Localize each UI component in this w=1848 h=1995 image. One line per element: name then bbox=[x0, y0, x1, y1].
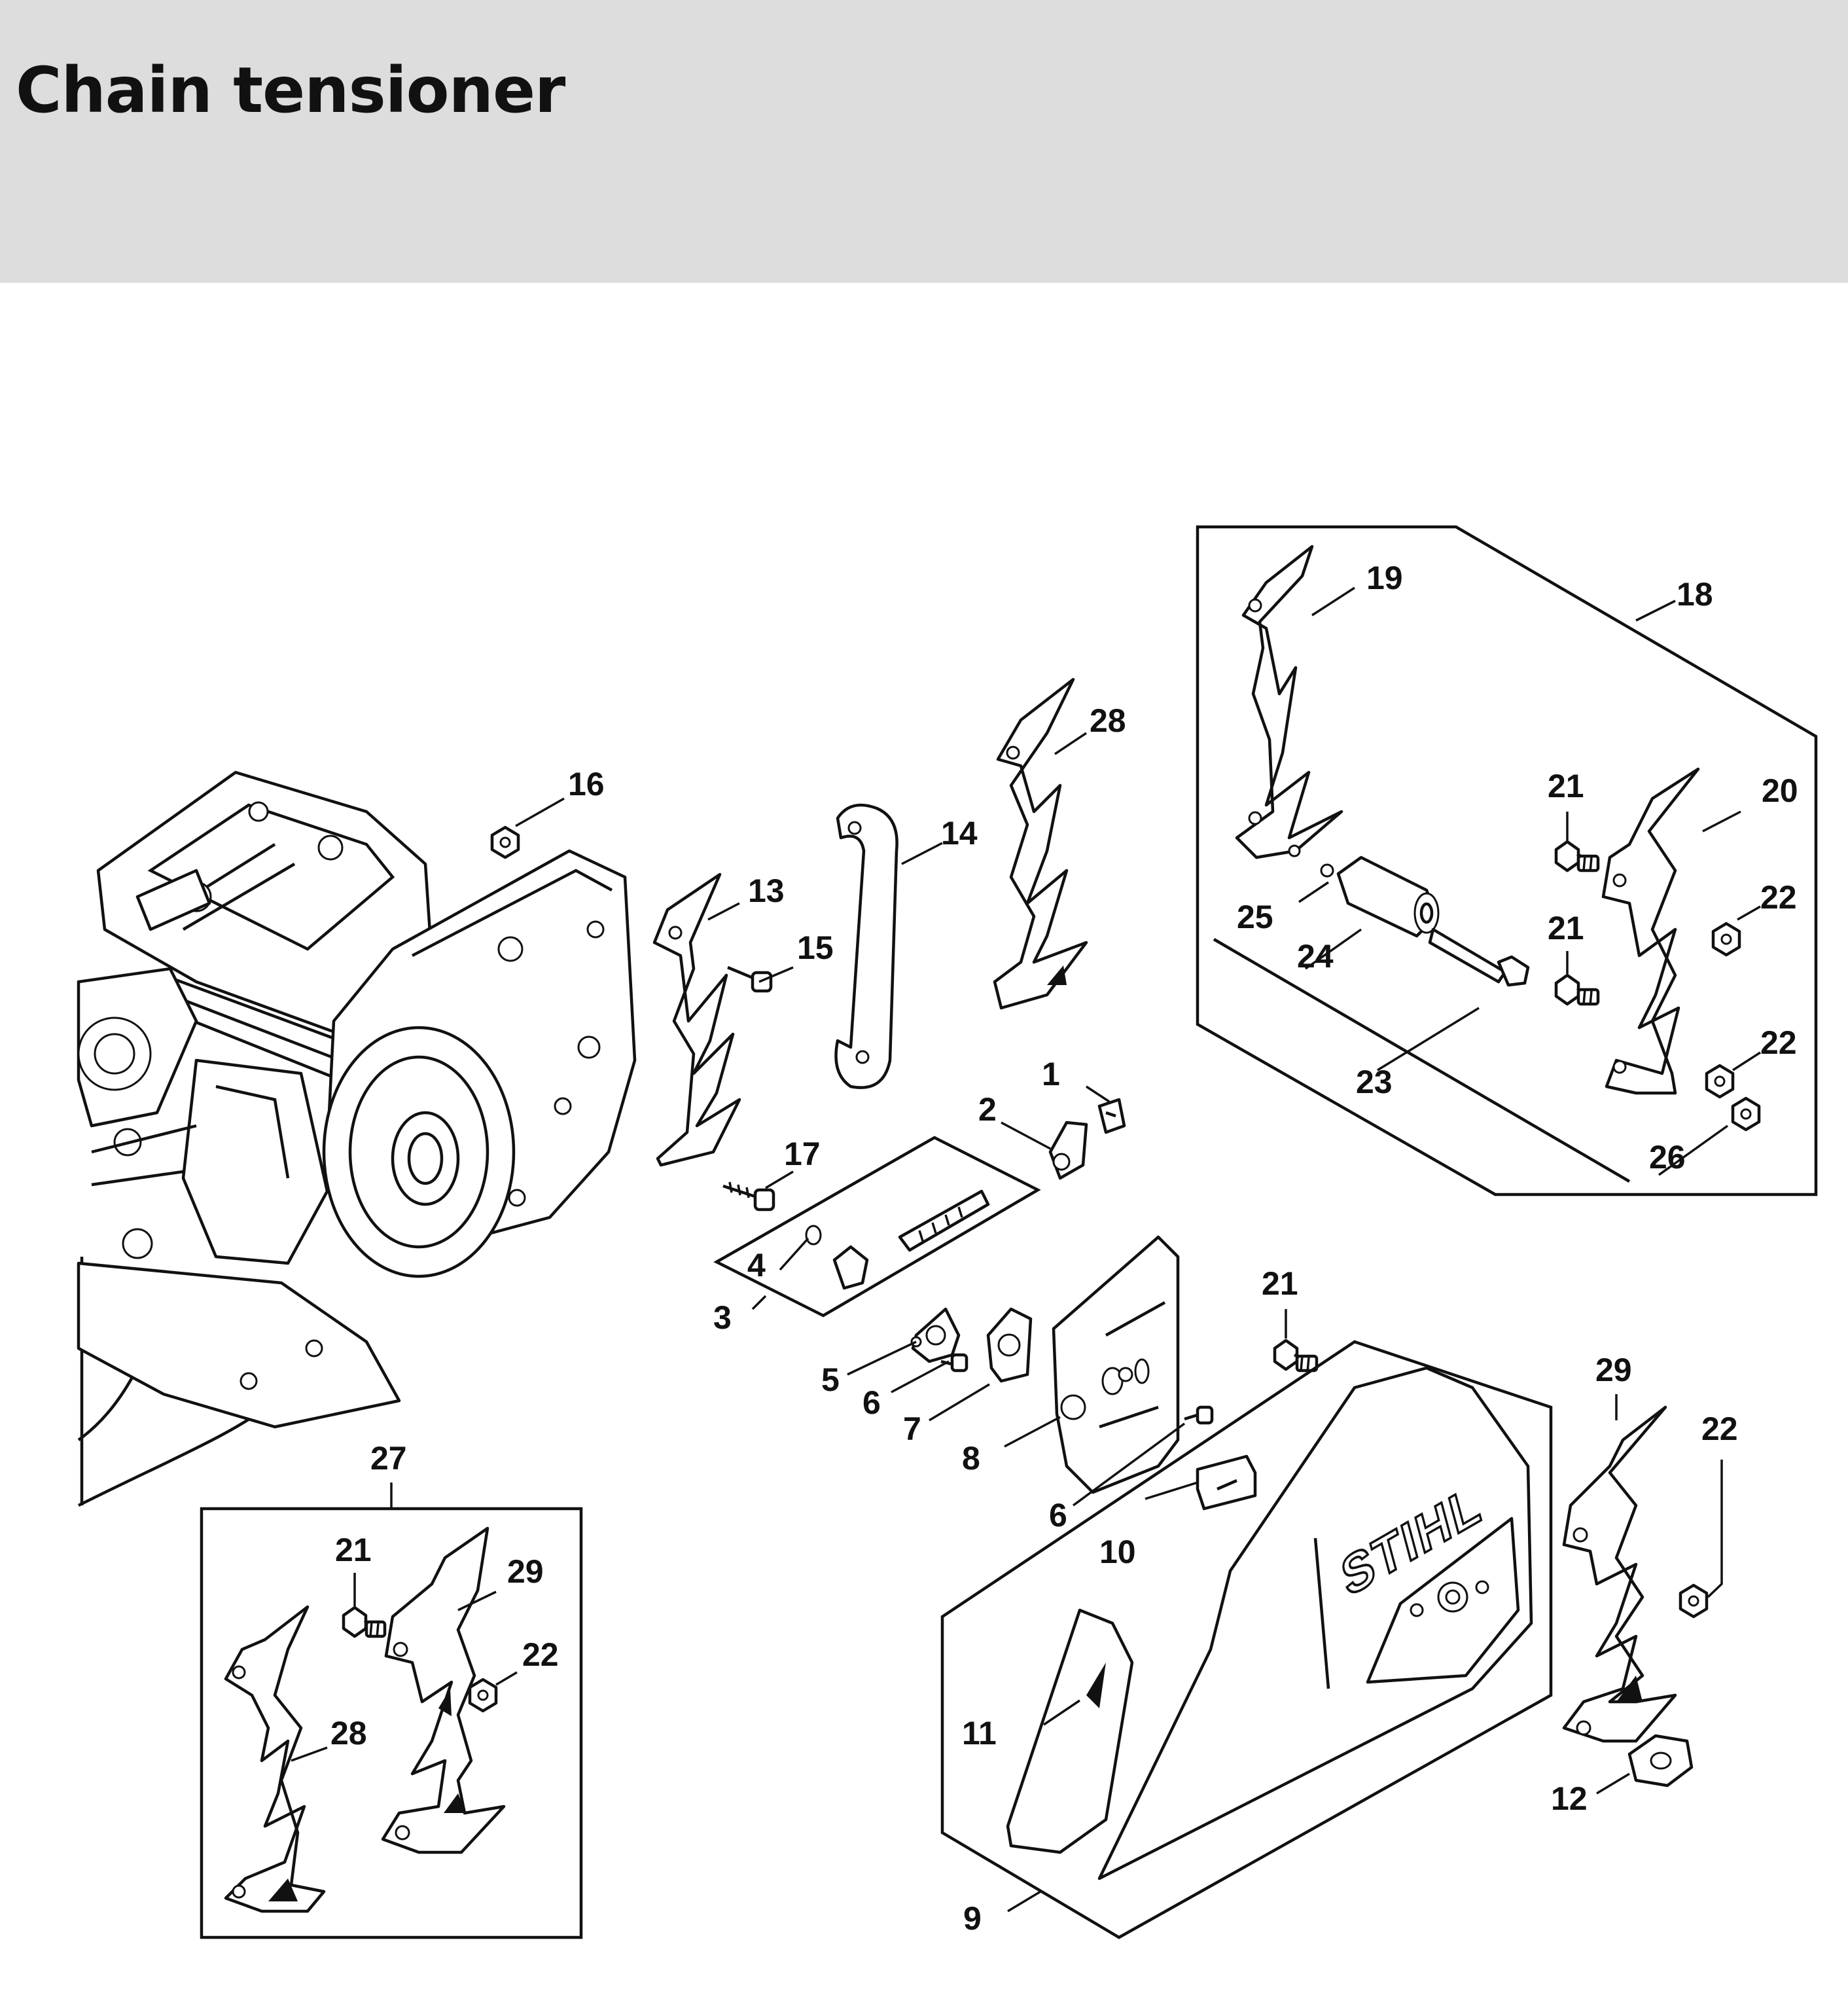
guide-7 bbox=[986, 1307, 1033, 1383]
callout-21-kit-lower: 21 bbox=[1548, 910, 1584, 946]
nut-12 bbox=[1627, 1734, 1694, 1788]
callout-22-kit-upper: 22 bbox=[1760, 879, 1797, 916]
callout-19: 19 bbox=[1366, 560, 1403, 596]
nut-26 bbox=[1731, 1096, 1761, 1132]
callout-6-upper: 6 bbox=[1049, 1497, 1067, 1534]
screw-21-center bbox=[1273, 1339, 1319, 1373]
callout-22-kit-lower: 22 bbox=[1760, 1024, 1797, 1061]
callout-10: 10 bbox=[1099, 1534, 1136, 1570]
screw-6-upper bbox=[1184, 1405, 1214, 1425]
callout-9: 9 bbox=[963, 1900, 982, 1937]
leader-lines bbox=[291, 586, 1761, 1913]
callout-21-box27: 21 bbox=[335, 1532, 372, 1568]
plate-14 bbox=[834, 803, 898, 1089]
callout-17: 17 bbox=[784, 1136, 821, 1172]
callout-1: 1 bbox=[1042, 1056, 1060, 1092]
callout-13: 13 bbox=[748, 872, 785, 909]
callout-25: 25 bbox=[1237, 899, 1273, 935]
slide-2 bbox=[1048, 1121, 1088, 1180]
callout-2: 2 bbox=[978, 1091, 997, 1128]
callout-21-center: 21 bbox=[1262, 1265, 1298, 1302]
sprocket-cover-9: STIHL bbox=[940, 1340, 1553, 1939]
callout-27: 27 bbox=[370, 1440, 407, 1477]
screw-21-box27 bbox=[342, 1606, 387, 1638]
bumper-spike-28 bbox=[993, 677, 1088, 1010]
callout-4: 4 bbox=[747, 1247, 766, 1284]
header-banner: Chain tensioner bbox=[0, 0, 1848, 283]
callout-11: 11 bbox=[962, 1715, 997, 1752]
callout-3: 3 bbox=[713, 1299, 732, 1336]
nut-16 bbox=[490, 825, 520, 859]
callout-29-box27: 29 bbox=[507, 1553, 544, 1590]
nut-22-box27 bbox=[468, 1678, 498, 1713]
engine-housing-illustration bbox=[77, 770, 637, 1507]
callout-15: 15 bbox=[797, 929, 834, 966]
callout-29-right: 29 bbox=[1595, 1352, 1632, 1388]
callout-labels: 1 2 3 4 5 6 7 8 9 10 6 11 12 13 14 15 16… bbox=[330, 560, 1798, 1937]
guide-plate-8 bbox=[1052, 1235, 1180, 1494]
callout-26: 26 bbox=[1649, 1139, 1686, 1176]
callout-8: 8 bbox=[962, 1440, 980, 1477]
callout-16: 16 bbox=[568, 766, 605, 802]
plate-5 bbox=[910, 1307, 961, 1363]
screw-6-lower bbox=[940, 1353, 968, 1373]
nut-22-kit-upper bbox=[1711, 922, 1741, 957]
nut-22-kit-lower bbox=[1705, 1064, 1735, 1099]
callout-28-box27: 28 bbox=[330, 1715, 367, 1752]
callout-22-box27: 22 bbox=[522, 1636, 559, 1673]
spike-kit-27 bbox=[200, 1507, 583, 1939]
callout-21-kit-upper: 21 bbox=[1548, 768, 1584, 804]
callout-22-right: 22 bbox=[1701, 1411, 1738, 1447]
callout-28-top: 28 bbox=[1090, 702, 1126, 739]
adjuster-kit-3 bbox=[713, 1136, 1041, 1318]
callout-23: 23 bbox=[1356, 1064, 1393, 1100]
screw-17 bbox=[722, 1181, 775, 1212]
spike-kit-18 bbox=[1196, 525, 1818, 1196]
callout-24: 24 bbox=[1297, 938, 1334, 975]
callout-14: 14 bbox=[941, 815, 978, 852]
screw-21-kit-upper bbox=[1554, 840, 1600, 872]
callout-20: 20 bbox=[1762, 772, 1798, 809]
callout-6-lower: 6 bbox=[862, 1384, 881, 1421]
callout-7: 7 bbox=[903, 1411, 921, 1447]
callout-5: 5 bbox=[821, 1361, 840, 1398]
bumper-spike-29-right bbox=[1562, 1405, 1677, 1743]
bumper-spike-13 bbox=[652, 872, 741, 1167]
page-title: Chain tensioner bbox=[16, 54, 565, 127]
clip-1 bbox=[1097, 1098, 1126, 1134]
callout-12: 12 bbox=[1551, 1780, 1588, 1817]
callout-18: 18 bbox=[1677, 576, 1713, 613]
screw-21-kit-lower bbox=[1554, 973, 1600, 1006]
nut-22-right bbox=[1679, 1583, 1709, 1619]
